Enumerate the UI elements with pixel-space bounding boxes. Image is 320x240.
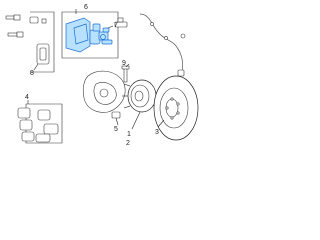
brake-bracket (114, 17, 128, 28)
callout-7: 7 (114, 22, 118, 29)
brake-rotor (153, 75, 199, 141)
diagram-artwork (5, 9, 199, 144)
callout-9: 9 (122, 60, 126, 67)
callout-2: 2 (126, 140, 130, 147)
bolt (121, 65, 130, 83)
callout-5: 5 (114, 126, 118, 133)
dust-shield (82, 70, 126, 113)
wheel-speed-sensor-harness (139, 13, 186, 77)
caliper-kit-box (61, 11, 119, 59)
guide-pin-kit (5, 11, 55, 73)
callout-6: 6 (84, 4, 88, 11)
hub-bearing (122, 79, 157, 113)
callout-8: 8 (30, 70, 34, 77)
parts-diagram: 6 7 8 9 5 1 2 3 4 (0, 0, 200, 147)
brake-pad-box (17, 103, 63, 144)
dust-cap (111, 111, 121, 119)
callout-4: 4 (25, 94, 29, 101)
callout-1: 1 (127, 131, 131, 138)
callout-3: 3 (155, 129, 159, 136)
